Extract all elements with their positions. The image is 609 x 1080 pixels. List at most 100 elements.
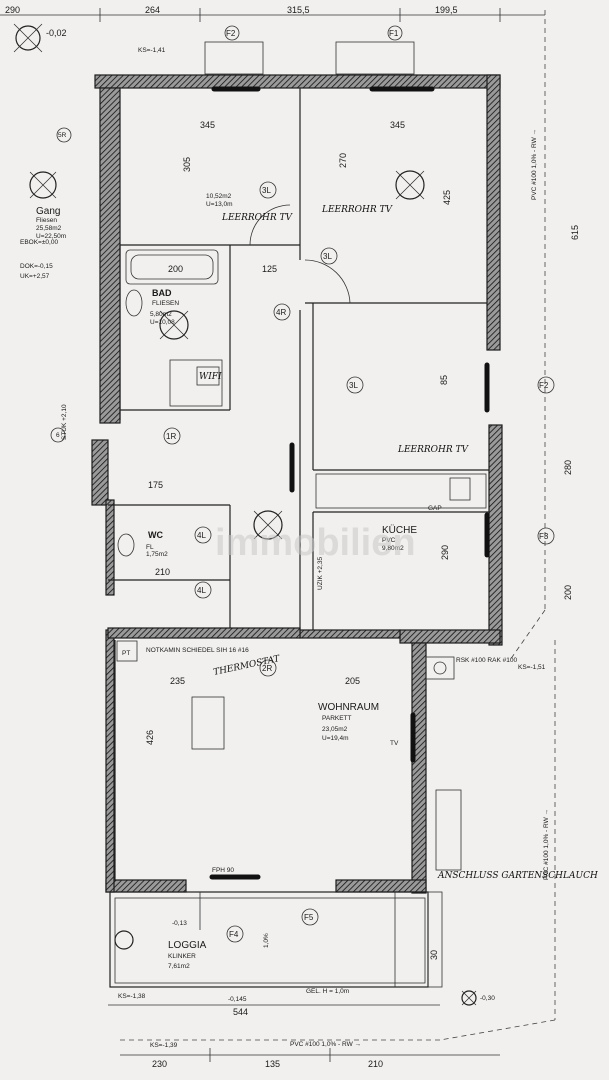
window-box-f2: F2: [204, 25, 264, 75]
door-swing-zimmer2: [304, 259, 351, 304]
bad-light-icon: [159, 310, 189, 340]
leerrohr-note-3: LEERROHR TV: [397, 445, 470, 455]
door-6-marker: [50, 427, 66, 443]
kitchen-counter: [315, 473, 487, 509]
windows-right: F2 F3: [289, 362, 555, 558]
gang-area: 25,58m2: [36, 225, 62, 232]
window-f4-marker: [226, 925, 244, 943]
corridor-175: 175: [148, 480, 163, 490]
dim-top-3: 315,5: [287, 5, 310, 15]
bad-perimeter: U=10,08: [150, 319, 175, 326]
wifi-box: [196, 366, 220, 386]
room-zimmer-2: 345 270 425 3L LEERROHR TV: [304, 120, 452, 304]
window-f5-label: F5: [304, 913, 314, 922]
door-3l-marker-2: [320, 247, 338, 265]
loggia-light-icon: [114, 930, 134, 950]
door-2r-label: 2R: [262, 664, 272, 673]
bad-area: 5,80m2: [150, 311, 172, 318]
top-dimension-line: 290 264 315,5 199,5: [0, 5, 545, 22]
wifi-note: WIFI: [199, 372, 222, 382]
stuk-note: STUK +2,10: [61, 404, 68, 440]
loggia-area: [109, 891, 443, 988]
toilet-icon: [117, 533, 135, 557]
room-wohnraum: PT NOTKAMIN SCHIEDEL SIH 16 #16 235 205 …: [116, 640, 598, 881]
bottom-dimension-line: 544 230 135 210: [108, 1004, 500, 1069]
wc-name: WC: [148, 530, 163, 540]
shower-icon: [169, 359, 223, 407]
zimmer2-width: 345: [390, 120, 405, 130]
door-5r-label: 5R: [58, 132, 67, 139]
loggia-name: LOGGIA: [168, 940, 207, 951]
door-4l-marker: [194, 526, 212, 544]
gap-note: GAP: [428, 505, 442, 512]
loggia-depth: 30: [429, 950, 439, 960]
door-3l-label-3: 3L: [349, 381, 358, 390]
door-1r-marker: [163, 427, 181, 445]
level-top: -0,02: [46, 28, 67, 38]
door-4l-marker-2: [194, 581, 212, 599]
door-3l-marker-3: [346, 376, 364, 394]
room-zimmer-1: 345 305 10,52m2 U=13,0m 3L LEERROHR TV: [182, 120, 294, 246]
wohnraum-name: WOHNRAUM: [318, 702, 379, 713]
corridor-middle: 1R 6 STUK +2,10 175: [50, 404, 283, 540]
dim-top-2: 264: [145, 5, 160, 15]
slope-note: 1,0%: [263, 933, 270, 948]
dim-right-615: 615: [570, 225, 580, 240]
sink-icon: [449, 477, 471, 501]
door-3l-label-2: 3L: [323, 252, 332, 261]
level-marker-loggia: [461, 990, 477, 1006]
dim-top-4: 199,5: [435, 5, 458, 15]
pt-label: PT: [122, 650, 130, 657]
ks-bottom: KS=-1,39: [150, 1042, 178, 1049]
exterior-walls: [91, 74, 503, 894]
room-wc: WC FL 1,75m2 4L 4L 210: [117, 526, 212, 599]
window-box-f1: F1: [335, 25, 415, 75]
loggia-floor-level: -0,13: [172, 920, 187, 927]
tv-note: TV: [390, 740, 399, 747]
loggia-level: -0,30: [480, 995, 495, 1002]
leerrohr-note-2: LEERROHR TV: [321, 205, 394, 215]
gang-level-icon: [29, 171, 57, 199]
wohnraum-floor: PARKETT: [322, 715, 352, 722]
bathtub-icon: [125, 249, 219, 285]
uzik-note: UZIK +2,35: [317, 557, 324, 590]
room-gang: Gang Fliesen 25,58m2 U=22,50m EBOK=±0,00…: [20, 127, 72, 280]
window-f5-marker: [301, 908, 319, 926]
pvc-right-lower-label: PVC #100 1,0% - RW →: [543, 809, 550, 880]
wohnraum-depth: 426: [145, 730, 155, 745]
zimmer2-depth-right: 425: [442, 190, 452, 205]
wc-area: 1,75m2: [146, 551, 168, 558]
rsk-note: RSK #100 RAK #100: [456, 657, 517, 664]
window-f4-label: F4: [229, 930, 239, 939]
door-swing-zimmer1: [249, 204, 291, 246]
wohnraum-width-right: 205: [345, 676, 360, 686]
dim-right-200: 200: [563, 585, 573, 600]
room3-depth: 85: [439, 375, 449, 385]
door-3l-marker: [259, 181, 277, 199]
washbasin-icon: [125, 289, 143, 317]
bad-floor: FLIESEN: [152, 300, 179, 307]
ceiling-light-icon: [395, 170, 425, 200]
loggia-floor: KLINKER: [168, 953, 196, 960]
room-kueche: KÜCHE PVC 9,80m2 290 UZIK +2,35 GAP 3L L…: [315, 375, 487, 590]
rsk-box: [425, 656, 455, 680]
window-f1-label: F1: [389, 29, 399, 38]
wohnraum-area: 23,05m2: [322, 726, 348, 733]
dim-right-280: 280: [563, 460, 573, 475]
ebok-level: EBOK=±0,00: [20, 239, 58, 246]
loggia-labels: -0,13 LOGGIA KLINKER 7,61m2 F4 F5 1,0% G…: [114, 908, 495, 1049]
door-4r-marker: [273, 303, 291, 321]
dim-bottom-210: 210: [368, 1059, 383, 1069]
watermark: immobilien: [215, 522, 416, 564]
loggia-step-level: -0,145: [228, 996, 247, 1003]
window-box-wohnraum: [435, 789, 462, 871]
dim-bottom-135: 135: [265, 1059, 280, 1069]
door-5r-marker: [56, 127, 72, 143]
anschluss-note: ANSCHLUSS GARTENSCHLAUCH: [437, 871, 598, 881]
window-f2-label: F2: [226, 29, 236, 38]
uk-level: UK=+2,57: [20, 273, 50, 280]
window-f2b-label: F2: [539, 381, 549, 390]
ks-top-label: KS=-1,41: [138, 47, 166, 54]
door-1r-label: 1R: [166, 432, 176, 441]
door-6-label: 6: [56, 432, 60, 439]
